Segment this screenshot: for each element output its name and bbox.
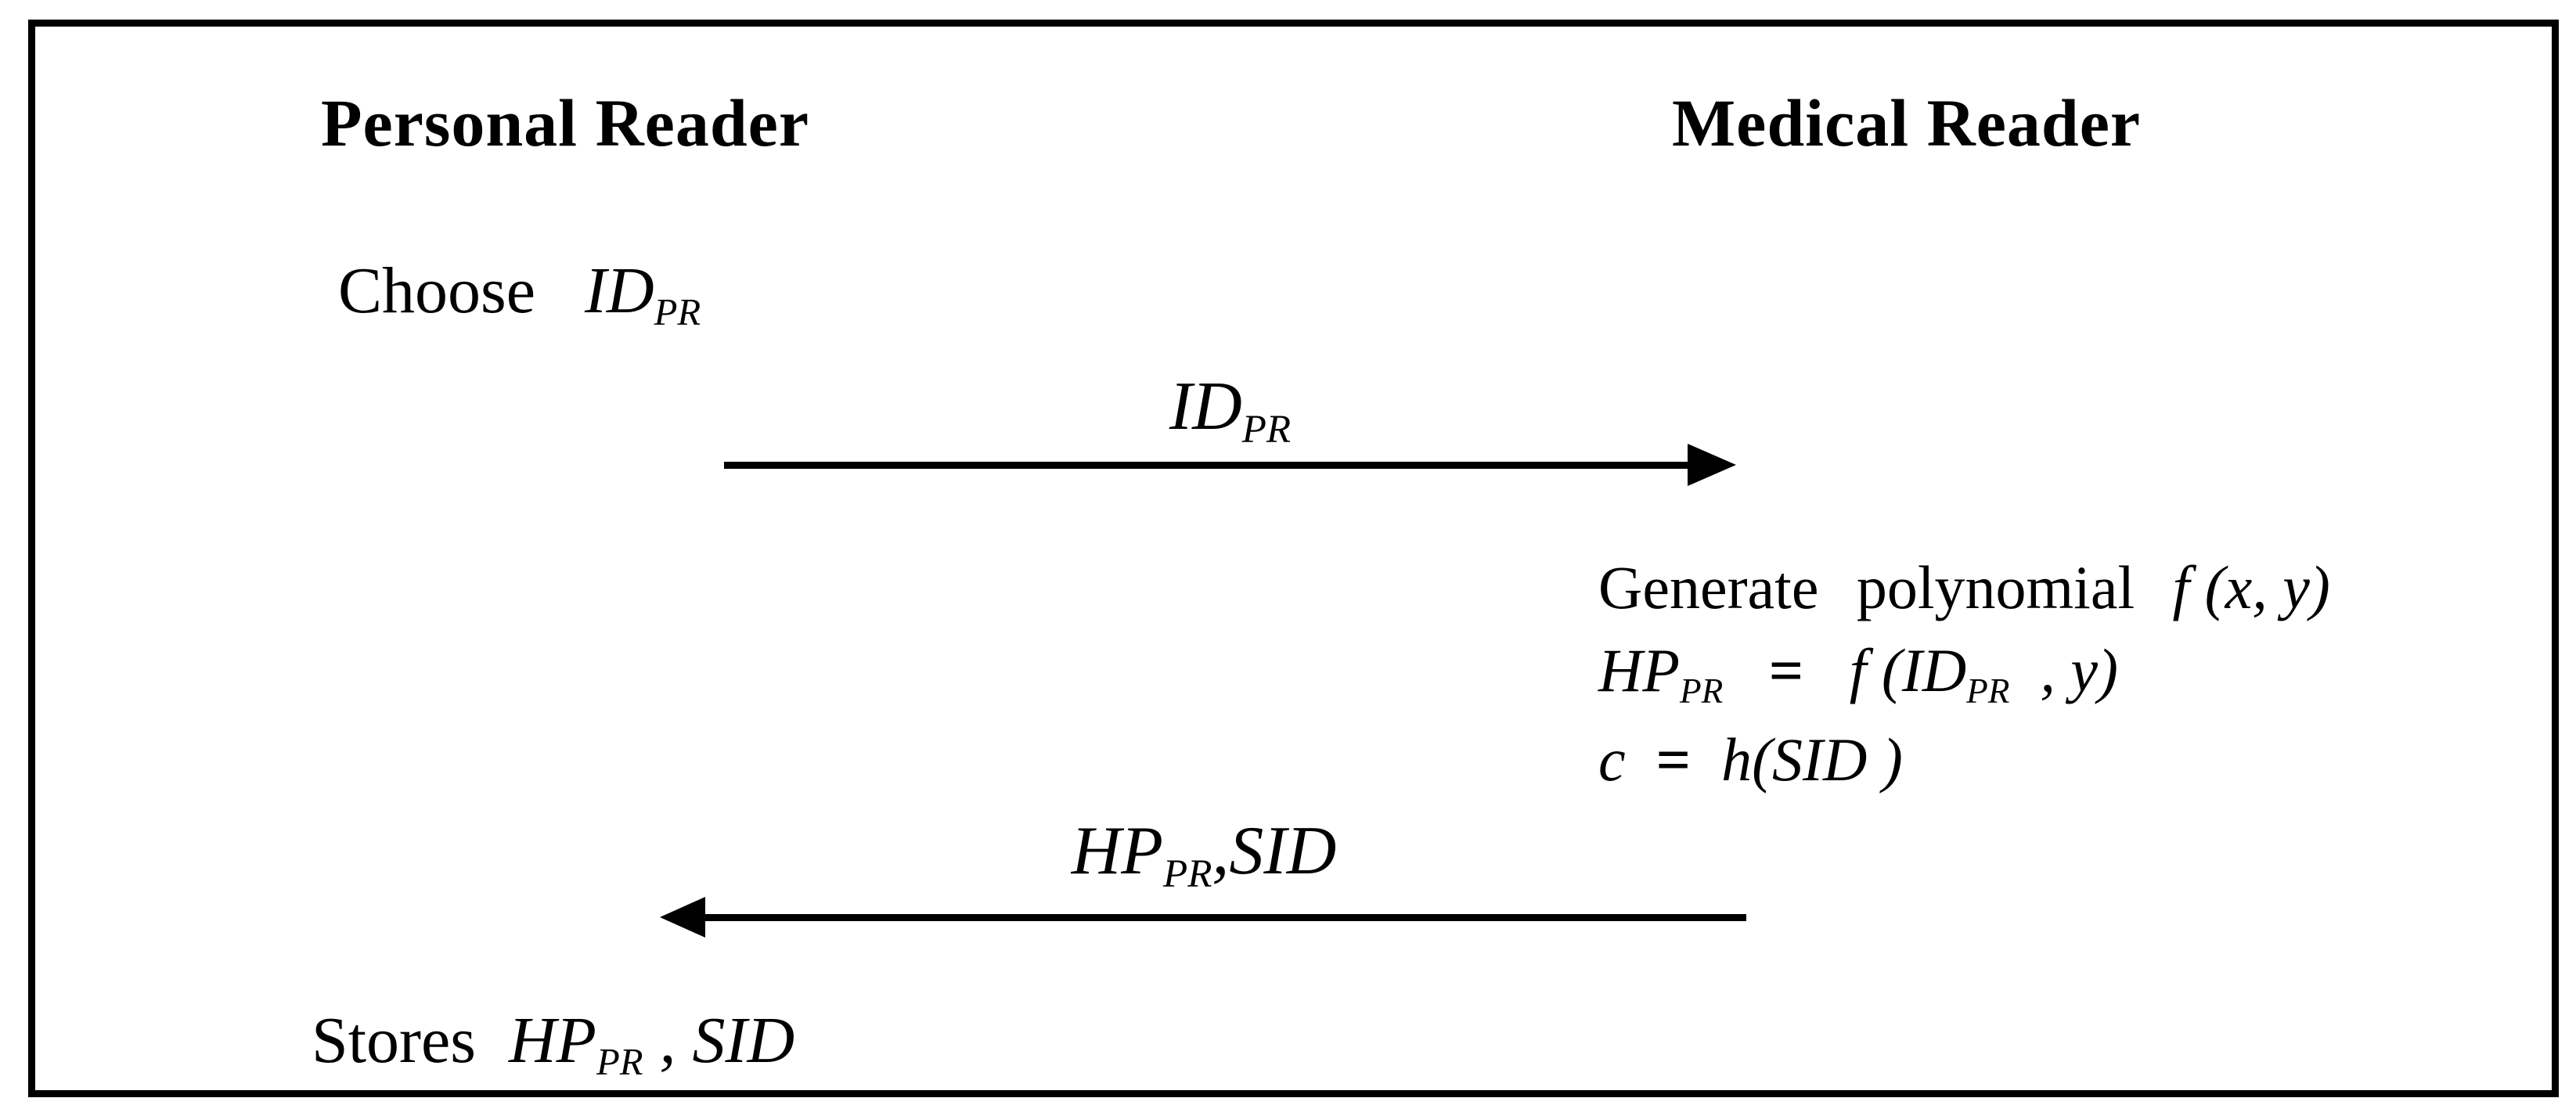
stores-verb: Stores xyxy=(312,1004,476,1077)
message-1-arrow-line xyxy=(724,462,1689,469)
message-2-label: HPPR,SID xyxy=(661,817,1746,895)
message-1-var: ID xyxy=(1169,369,1242,445)
hp-lhs: HP xyxy=(1598,636,1680,704)
message-1-var-subscript: PR xyxy=(1241,407,1292,452)
actor-personal-reader: Personal Reader xyxy=(321,85,810,160)
hp-rhs-subscript: PR xyxy=(1966,671,2010,711)
hp-equals: = xyxy=(1768,636,1804,704)
choose-verb: Choose xyxy=(338,254,535,327)
message-2-comma: , xyxy=(1212,813,1230,889)
stores-comma: , xyxy=(659,1004,676,1077)
generate-noun: polynomial xyxy=(1856,553,2135,621)
hp-lhs-subscript: PR xyxy=(1679,671,1724,711)
c-lhs: c xyxy=(1598,725,1626,794)
message-2-var1-subscript: PR xyxy=(1163,851,1212,896)
choose-var: ID xyxy=(585,254,654,327)
hp-rhs-tail: , y) xyxy=(2040,636,2119,704)
generate-verb: Generate xyxy=(1598,553,1819,621)
step-c-assignment: c=h(SID ) xyxy=(1598,729,1903,790)
choose-var-subscript: PR xyxy=(654,291,701,334)
arrowhead-right-icon xyxy=(1688,444,1736,486)
stores-var1-subscript: PR xyxy=(596,1041,643,1084)
arrowhead-left-icon xyxy=(660,897,705,938)
step-hp-assignment: HPPR=f (IDPR, y) xyxy=(1598,640,2118,709)
diagram-frame xyxy=(28,20,2559,1097)
message-2-arrow-line xyxy=(703,914,1746,921)
c-rhs: h(SID ) xyxy=(1721,725,1903,794)
message-1-label: IDPR xyxy=(724,373,1736,450)
c-equals: = xyxy=(1655,725,1692,794)
hp-rhs-head: f (ID xyxy=(1849,636,1967,704)
actor-medical-reader: Medical Reader xyxy=(1672,85,2142,160)
generate-expr: f (x, y) xyxy=(2172,553,2330,621)
stores-var1: HP xyxy=(509,1004,596,1077)
message-2-var1: HP xyxy=(1071,813,1164,889)
message-2-var2: SID xyxy=(1229,813,1337,889)
stores-var2: SID xyxy=(692,1004,795,1077)
